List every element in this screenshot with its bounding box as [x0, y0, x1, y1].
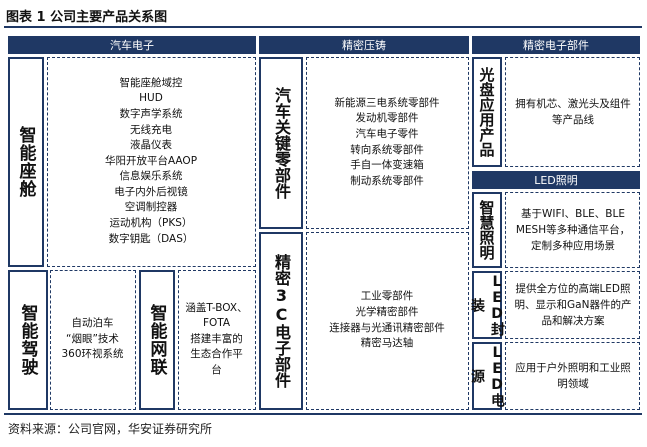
network-item: 涵盖T-BOX、 [185, 301, 248, 314]
led-power-label: LED电源 [469, 345, 505, 407]
optical-text-box: 拥有机芯、激光头及组件等产品线 [505, 57, 640, 167]
header-precision-casting: 精密压铸 [259, 36, 469, 54]
header-precision-components: 精密电子部件 [472, 36, 640, 54]
smart-light-label: 智慧照明 [477, 200, 496, 260]
auto-parts-item: 制动系统零部件 [350, 174, 424, 187]
driving-label: 智能驾驶 [17, 304, 38, 376]
cockpit-item: 空调制控器 [124, 201, 178, 214]
auto-parts-item: 新能源三电系统零部件 [334, 96, 440, 109]
header-led-lighting: LED照明 [472, 171, 640, 189]
led-package-text: 提供全方位的高端LED照明、显示和GaN器件的产品和解决方案 [514, 282, 632, 327]
precision-3c-item: 精密马达轴 [360, 337, 414, 350]
cockpit-item: 信息娱乐系统 [119, 170, 183, 183]
cockpit-item: 电子内外后视镜 [114, 185, 188, 198]
auto-parts-items: 新能源三电系统零部件 发动机零部件 汽车电子零件 转向系统零部件 手自一体变速箱… [307, 58, 467, 227]
auto-parts-item: 转向系统零部件 [350, 143, 424, 156]
figure-title: 图表 1 公司主要产品关系图 [6, 10, 168, 25]
precision-3c-item: 光学精密部件 [355, 305, 419, 318]
cockpit-item: 数字声学系统 [119, 107, 183, 120]
led-package-label: LED封装 [469, 274, 505, 336]
precision-3c-items-box: 工业零部件 光学精密部件 连接器与光通讯精密部件 精密马达轴 [306, 232, 469, 410]
network-label-box: 智能网联 [139, 270, 175, 410]
source-note: 资料来源：公司官网，华安证券研究所 [8, 422, 213, 436]
precision-3c-label-box: 精密3C电子部件 [259, 232, 303, 410]
cockpit-items: 智能座舱域控 HUD 数字声学系统 无线充电 液晶仪表 华阳开放平台AAOP 信… [48, 58, 254, 265]
led-power-label-box: LED电源 [469, 342, 505, 410]
cockpit-item: 智能座舱域控 [119, 76, 183, 89]
driving-item: 360环视系统 [61, 348, 124, 361]
cockpit-label-box: 智能座舱 [8, 57, 44, 267]
network-items: 涵盖T-BOX、 FOTA 搭建丰富的 生态合作平 台 [179, 271, 254, 408]
precision-3c-item: 工业零部件 [360, 290, 414, 303]
network-item: 搭建丰富的 [190, 332, 243, 345]
led-package-label-box: LED封装 [469, 271, 505, 339]
auto-parts-items-box: 新能源三电系统零部件 发动机零部件 汽车电子零件 转向系统零部件 手自一体变速箱… [306, 57, 469, 229]
cockpit-item: 液晶仪表 [130, 139, 172, 152]
bottom-rule [4, 413, 642, 415]
led-power-text-box: 应用于户外照明和工业照明领域 [505, 342, 640, 410]
optical-label-box: 光盘应用产品 [472, 57, 502, 167]
network-item: 生态合作平 [190, 348, 243, 361]
driving-item: “烟眼”技术 [66, 332, 119, 345]
top-rule [4, 26, 642, 28]
led-power-text: 应用于户外照明和工业照明领域 [515, 361, 631, 390]
network-label: 智能网联 [146, 304, 167, 376]
auto-parts-item: 发动机零部件 [355, 112, 419, 125]
optical-label: 光盘应用产品 [477, 67, 496, 157]
auto-parts-label: 汽车关键零部件 [272, 87, 291, 199]
driving-label-box: 智能驾驶 [8, 270, 48, 410]
precision-3c-label: 精密3C电子部件 [272, 254, 291, 388]
optical-text: 拥有机芯、激光头及组件等产品线 [515, 97, 631, 126]
header-auto-electronics: 汽车电子 [8, 36, 256, 54]
precision-3c-items: 工业零部件 光学精密部件 连接器与光通讯精密部件 精密马达轴 [307, 233, 467, 408]
cockpit-item: HUD [139, 92, 163, 105]
auto-parts-item: 汽车电子零件 [355, 127, 419, 140]
cockpit-item: 无线充电 [130, 123, 172, 136]
network-item: FOTA [202, 317, 231, 330]
driving-item: 自动泊车 [71, 317, 114, 330]
smart-light-text: 基于WIFI、BLE、BLE MESH等多种通信平台，定制多种应用场景 [515, 207, 631, 252]
smart-light-label-box: 智慧照明 [472, 192, 502, 268]
cockpit-label: 智能座舱 [15, 126, 36, 198]
cockpit-item: 数字钥匙（DAS） [108, 232, 194, 245]
auto-parts-label-box: 汽车关键零部件 [259, 57, 303, 229]
led-package-text-box: 提供全方位的高端LED照明、显示和GaN器件的产品和解决方案 [505, 271, 640, 339]
network-item: 台 [211, 363, 222, 376]
smart-light-text-box: 基于WIFI、BLE、BLE MESH等多种通信平台，定制多种应用场景 [505, 192, 640, 268]
cockpit-items-box: 智能座舱域控 HUD 数字声学系统 无线充电 液晶仪表 华阳开放平台AAOP 信… [47, 57, 256, 267]
precision-3c-item: 连接器与光通讯精密部件 [329, 321, 445, 334]
cockpit-item: 华阳开放平台AAOP [104, 154, 198, 167]
driving-items-box: 自动泊车 “烟眼”技术 360环视系统 [50, 270, 136, 410]
auto-parts-item: 手自一体变速箱 [350, 159, 424, 172]
network-items-box: 涵盖T-BOX、 FOTA 搭建丰富的 生态合作平 台 [178, 270, 256, 410]
driving-items: 自动泊车 “烟眼”技术 360环视系统 [51, 271, 134, 408]
cockpit-item: 运动机构（PKS） [109, 217, 193, 230]
